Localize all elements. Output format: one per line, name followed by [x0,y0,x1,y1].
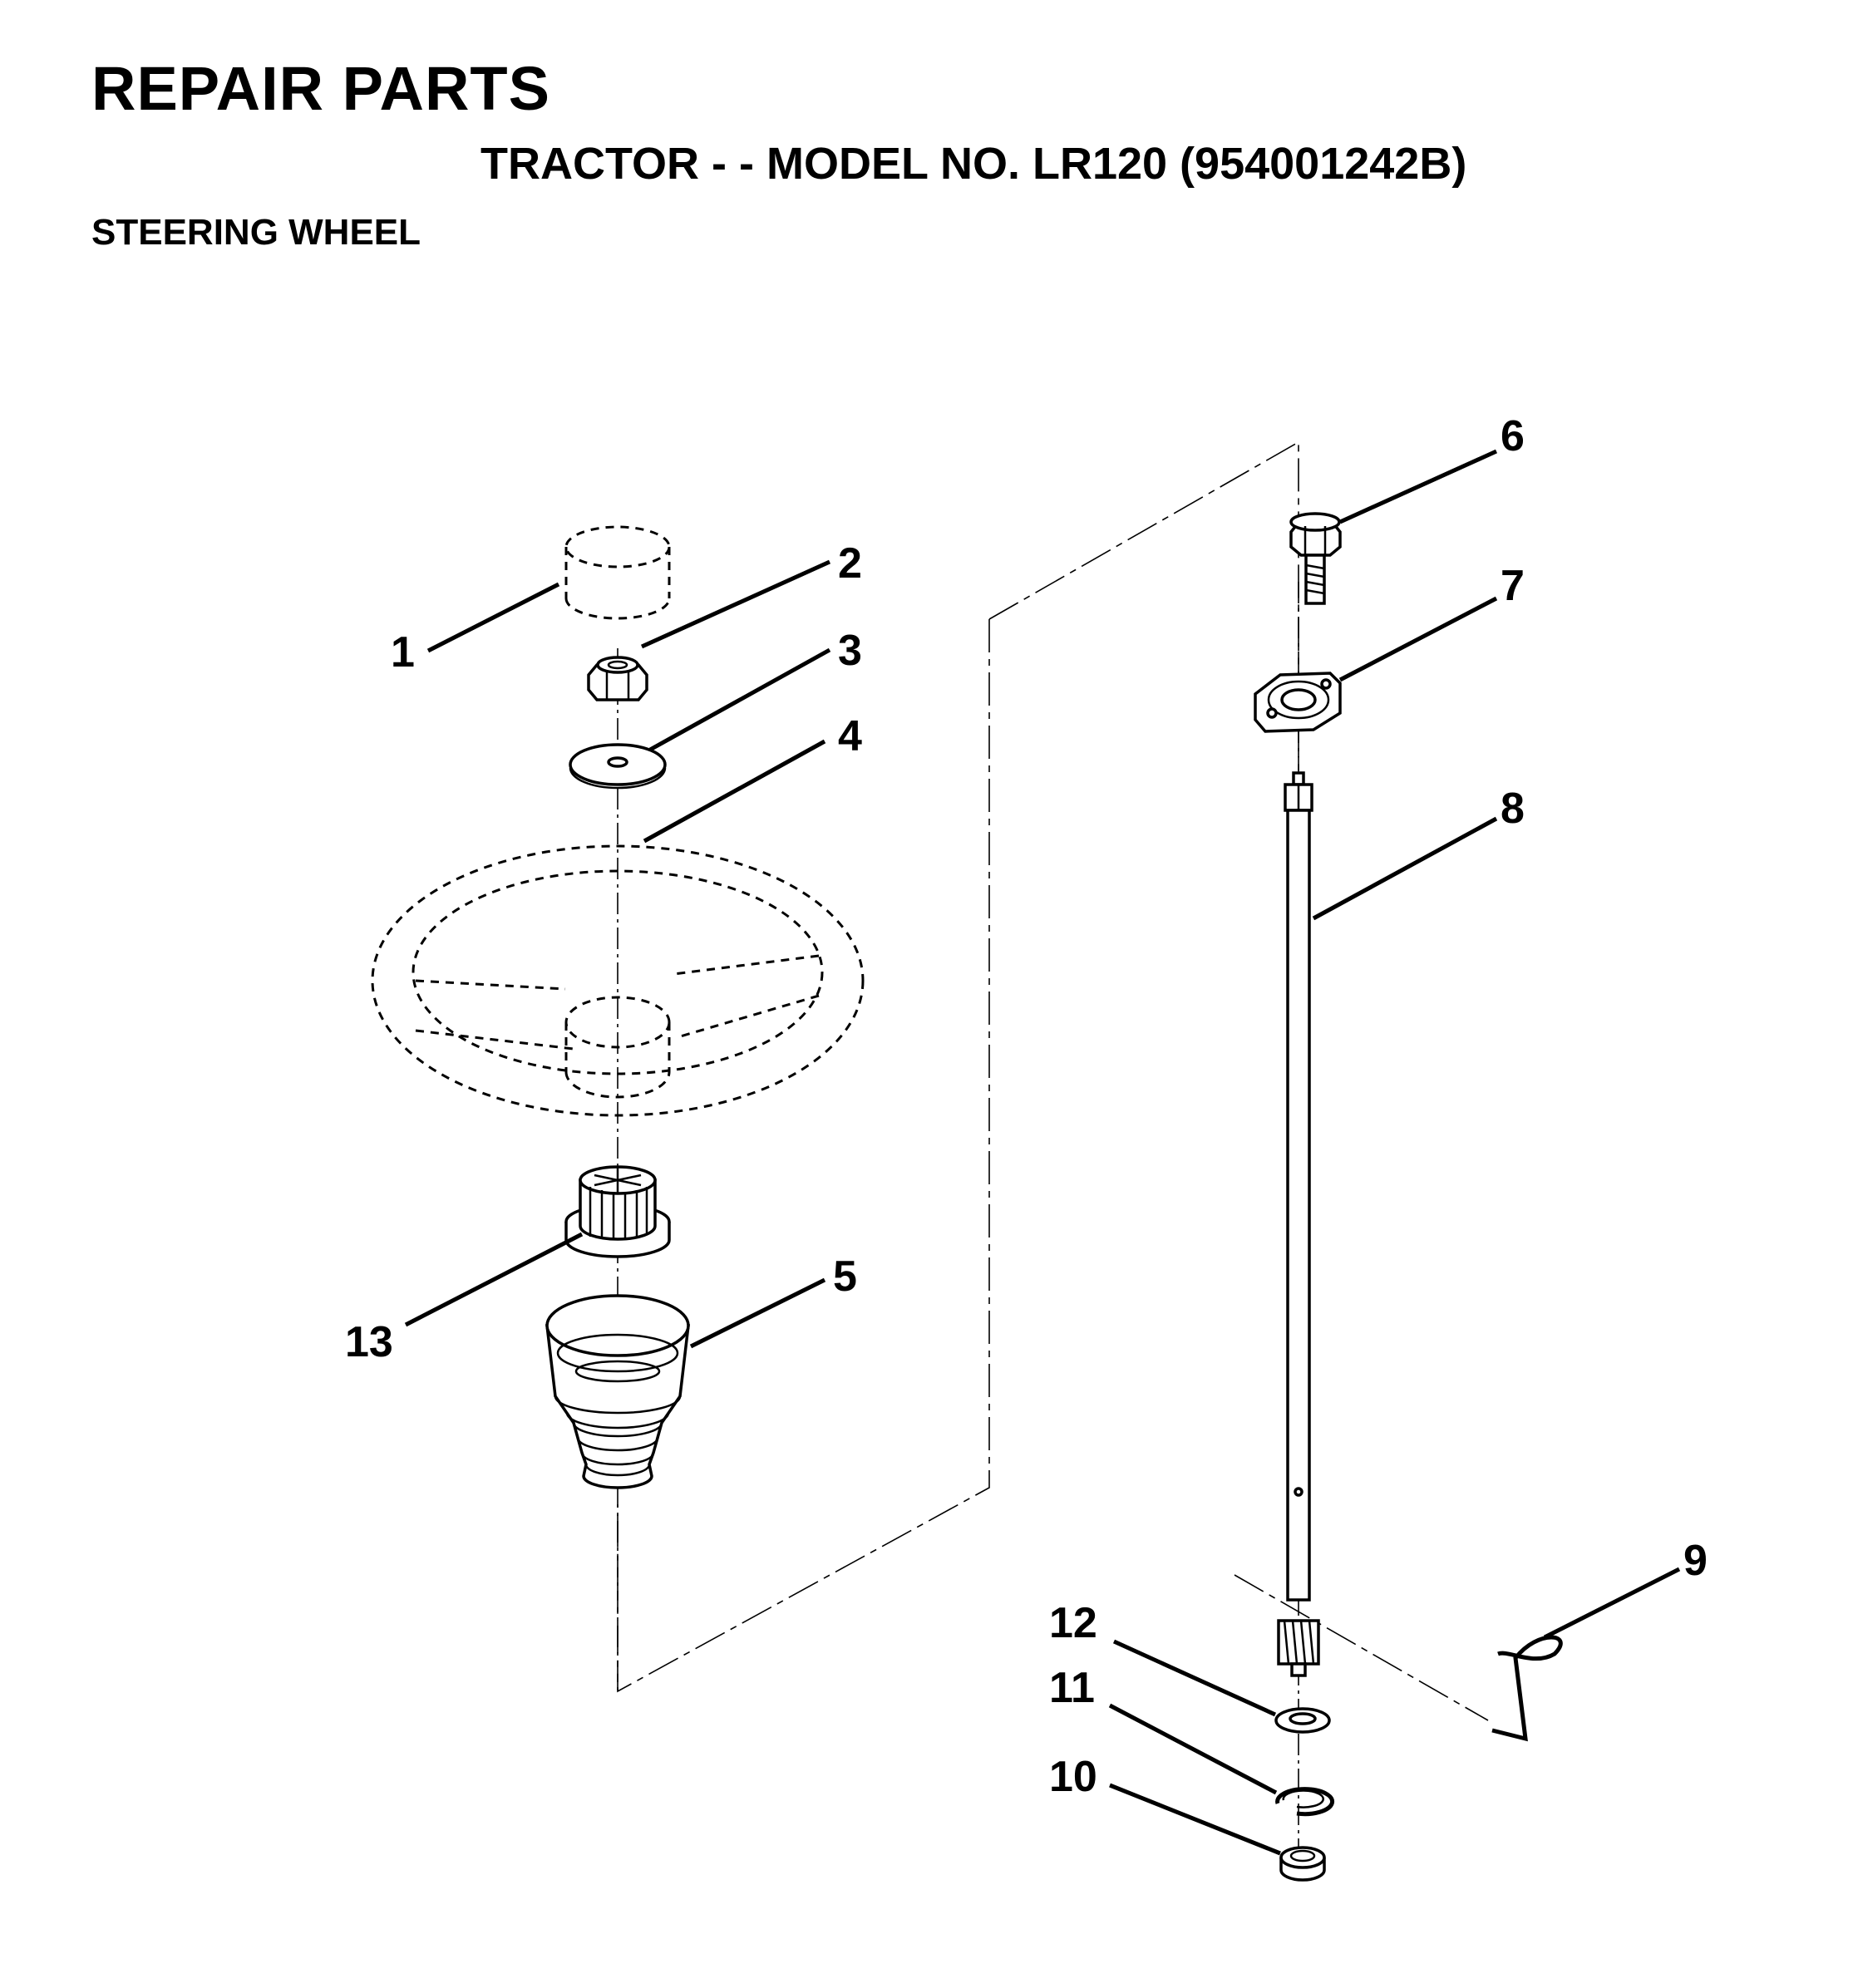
part-6-bolt [1289,512,1342,605]
part-5-steering-boot [545,1294,690,1489]
section-title: STEERING WHEEL [91,212,421,253]
callout-numbers: 1 2 3 4 5 6 7 8 9 10 11 12 13 [345,412,1708,1801]
callout-5: 5 [833,1252,857,1301]
part-13-adapter [564,1165,671,1258]
callout-10: 10 [1049,1753,1097,1801]
callout-1: 1 [391,628,415,677]
callout-2: 2 [838,539,862,588]
part-7-flange-bearing [1254,672,1342,733]
part-4-steering-wheel [371,844,865,1117]
phantom-assembly-outline [617,440,1489,1721]
callout-3: 3 [838,627,862,675]
model-subtitle: TRACTOR - - MODEL NO. LR120 (954001242B) [480,139,1467,189]
part-9-spring-clip [1491,1635,1563,1742]
page-title: REPAIR PARTS [91,54,550,123]
callout-12: 12 [1049,1599,1097,1647]
callout-6: 6 [1501,412,1525,460]
part-8-steering-shaft [1277,771,1320,1677]
callout-9: 9 [1683,1537,1708,1585]
callout-7: 7 [1501,562,1525,610]
callout-4: 4 [838,712,862,760]
callout-11: 11 [1049,1664,1095,1712]
part-2-nut [587,656,648,701]
leader-lines [404,449,1681,1856]
part-1-cap [564,525,671,620]
part-11-retaining-ring [1275,1787,1335,1817]
part-12-washer [1274,1707,1331,1734]
callout-13: 13 [345,1318,393,1366]
part-3-washer [569,743,667,790]
callout-8: 8 [1501,785,1525,833]
part-10-bushing [1279,1846,1326,1882]
